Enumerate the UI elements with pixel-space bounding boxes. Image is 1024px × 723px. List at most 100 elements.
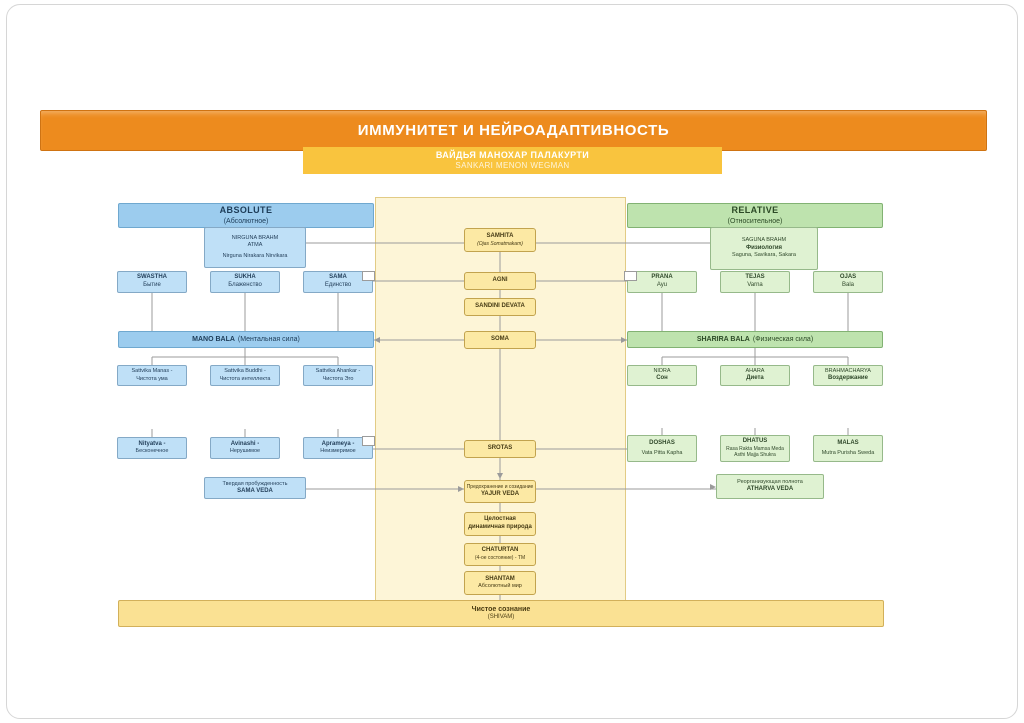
nityatva-line1: Nityatva - — [138, 440, 166, 447]
sharira-bala-bar: SHARIRA BALA (Физическая сила) — [627, 331, 883, 348]
sama-title: SAMA — [329, 274, 347, 281]
swastha-title: SWASTHA — [137, 274, 167, 281]
brahmacharya-line2: Воздержание — [828, 375, 868, 382]
saguna-brahm-box: SAGUNA BRAHM Физиология Saguna, Savikara… — [710, 227, 818, 270]
chaturtan-box: CHATURTAN (4-ое состояние) - ТМ — [464, 543, 536, 566]
sattvika-ahankar-box: Sattvika Ahankar - Чистота Эго — [303, 365, 373, 386]
left-header-title: ABSOLUTE — [219, 205, 273, 216]
samhita-line2: (Ojas Somatmakam) — [477, 240, 523, 247]
sukha-title: SUKHA — [234, 274, 256, 281]
saguna-line1: SAGUNA BRAHM — [741, 237, 787, 244]
sattvika-manas-box: Sattvika Manas - Чистота ума — [117, 365, 187, 386]
title-banner: ИММУНИТЕТ И НЕЙРОАДАПТИВНОСТЬ — [40, 110, 987, 151]
agni-box: AGNI — [464, 272, 536, 290]
srotas-label: SROTAS — [487, 445, 513, 452]
connector-stub — [624, 271, 637, 281]
tejas-subtitle: Varna — [747, 282, 763, 288]
sattvika-buddhi-box: Sattvika Buddhi - Чистота интеллекта — [210, 365, 280, 386]
sama-subtitle: Единство — [324, 282, 352, 288]
dhatus-line1: DHATUS — [742, 438, 768, 445]
nidra-box: NIDRA Сон — [627, 365, 697, 386]
atharva-veda-box: Реорганизующая полнота ATHARVA VEDA — [716, 474, 824, 499]
saguna-line3: Saguna, Savikara, Sakara — [732, 252, 796, 259]
sama-veda-line2: SAMA VEDA — [237, 487, 273, 494]
samhita-box: SAMHITA (Ojas Somatmakam) — [464, 228, 536, 252]
mano-bala-subtitle: (Ментальная сила) — [237, 335, 300, 343]
sattvika-manas-line1: Sattvika Manas - — [131, 368, 173, 375]
shantam-line2: Абсолютный мир — [478, 583, 522, 590]
sharira-bala-subtitle: (Физическая сила) — [752, 335, 814, 343]
pure-consciousness-bar: Чистое сознание (SHIVAM) — [118, 600, 884, 627]
left-header-subtitle: (Абсолютное) — [223, 217, 269, 225]
ojas-subtitle: Bala — [841, 282, 854, 288]
footer-line1: Чистое сознание — [471, 606, 531, 614]
doshas-box: DOSHAS Vata Pitta Kapha — [627, 435, 697, 462]
nidra-line2: Сон — [656, 375, 668, 382]
integral-nature-line2: динамичная природа — [468, 524, 532, 530]
sukha-box: SUKHA Блаженство — [210, 271, 280, 293]
mano-bala-title: MANO BALA — [192, 335, 235, 343]
aprameya-box: Aprameya - Неизмеримое — [303, 437, 373, 459]
soma-label: SOMA — [491, 336, 509, 343]
nidra-line1: NIDRA — [653, 368, 671, 375]
integral-nature-box: Целостная динамичная природа — [464, 512, 536, 536]
slide-title: ИММУНИТЕТ И НЕЙРОАДАПТИВНОСТЬ — [357, 122, 670, 139]
sama-veda-box: Твердая пробужденность SAMA VEDA — [204, 477, 306, 499]
sharira-bala-title: SHARIRA BALA — [696, 335, 750, 343]
nirguna-line1: NIRGUNA BRAHM — [231, 235, 279, 242]
prana-subtitle: Ayu — [656, 282, 668, 288]
ahara-box: AHARA Диета — [720, 365, 790, 386]
subtitle-banner: ВАЙДЬЯ МАНОХАР ПАЛАКУРТИ SANKARI MENON W… — [303, 147, 722, 174]
integral-nature-line1: Целостная — [484, 516, 516, 523]
aprameya-line1: Aprameya - — [321, 440, 355, 447]
subtitle-line1: ВАЙДЬЯ МАНОХАР ПАЛАКУРТИ — [435, 149, 590, 160]
ojas-box: OJAS Bala — [813, 271, 883, 293]
dhatus-box: DHATUS Rasa Rakta Mamsa Meda Asthi Majja… — [720, 435, 790, 462]
soma-box: SOMA — [464, 331, 536, 349]
ojas-title: OJAS — [839, 274, 857, 281]
shantam-box: SHANTAM Абсолютный мир — [464, 571, 536, 595]
nityatva-box: Nityatva - Бесконечное — [117, 437, 187, 459]
right-header-title: RELATIVE — [731, 205, 779, 216]
sattvika-buddhi-line2: Чистота интеллекта — [219, 375, 271, 382]
yajur-veda-line2: YAJUR VEDA — [480, 490, 520, 497]
tejas-title: TEJAS — [745, 274, 765, 281]
ahara-line2: Диета — [746, 375, 764, 382]
malas-line2: Mutra Purisha Sweda — [821, 450, 875, 457]
swastha-box: SWASTHA Бытие — [117, 271, 187, 293]
yajur-veda-line1: Предохранение и созидание — [466, 484, 534, 491]
subtitle-line2: SANKARI MENON WEGMAN — [455, 161, 570, 171]
avinashi-box: Avinashi - Нерушимое — [210, 437, 280, 459]
avinashi-line2: Нерушимое — [229, 448, 261, 455]
srotas-box: SROTAS — [464, 440, 536, 458]
malas-box: MALAS Mutra Purisha Sweda — [813, 435, 883, 462]
tejas-box: TEJAS Varna — [720, 271, 790, 293]
footer-line2: (SHIVAM) — [487, 614, 515, 621]
sandini-devata-box: SANDINI DEVATA — [464, 298, 536, 316]
doshas-line2: Vata Pitta Kapha — [641, 450, 683, 457]
doshas-line1: DOSHAS — [649, 439, 675, 446]
aprameya-line2: Неизмеримое — [320, 448, 356, 455]
right-column-header: RELATIVE (Относительное) — [627, 203, 883, 228]
agni-label: AGNI — [492, 277, 508, 284]
malas-line1: MALAS — [837, 439, 859, 446]
sama-veda-line1: Твердая пробужденность — [222, 480, 288, 487]
sattvika-manas-line2: Чистота ума — [136, 375, 168, 382]
sandini-devata-label: SANDINI DEVATA — [475, 303, 525, 310]
atharva-veda-line2: ATHARVA VEDA — [746, 486, 794, 493]
sattvika-buddhi-line1: Sattvika Buddhi - — [224, 368, 266, 375]
samhita-line1: SAMHITA — [486, 232, 514, 239]
dhatus-line3: Asthi Majja Shukra — [734, 452, 776, 459]
chaturtan-line2: (4-ое состояние) - ТМ — [474, 555, 526, 562]
sattvika-ahankar-line1: Sattvika Ahankar - — [315, 368, 361, 375]
sama-box: SAMA Единство — [303, 271, 373, 293]
yajur-veda-box: Предохранение и созидание YAJUR VEDA — [464, 480, 536, 503]
nirguna-line3: Nirguna Nirakara Nirvikara — [222, 252, 288, 259]
swastha-subtitle: Бытие — [143, 282, 161, 288]
connector-stub — [362, 271, 375, 281]
sattvika-ahankar-line2: Чистота Эго — [322, 375, 354, 382]
brahmacharya-line1: BRAHMACHARYA — [825, 368, 871, 375]
sukha-subtitle: Блаженство — [228, 282, 262, 288]
right-header-subtitle: (Относительное) — [727, 217, 783, 225]
